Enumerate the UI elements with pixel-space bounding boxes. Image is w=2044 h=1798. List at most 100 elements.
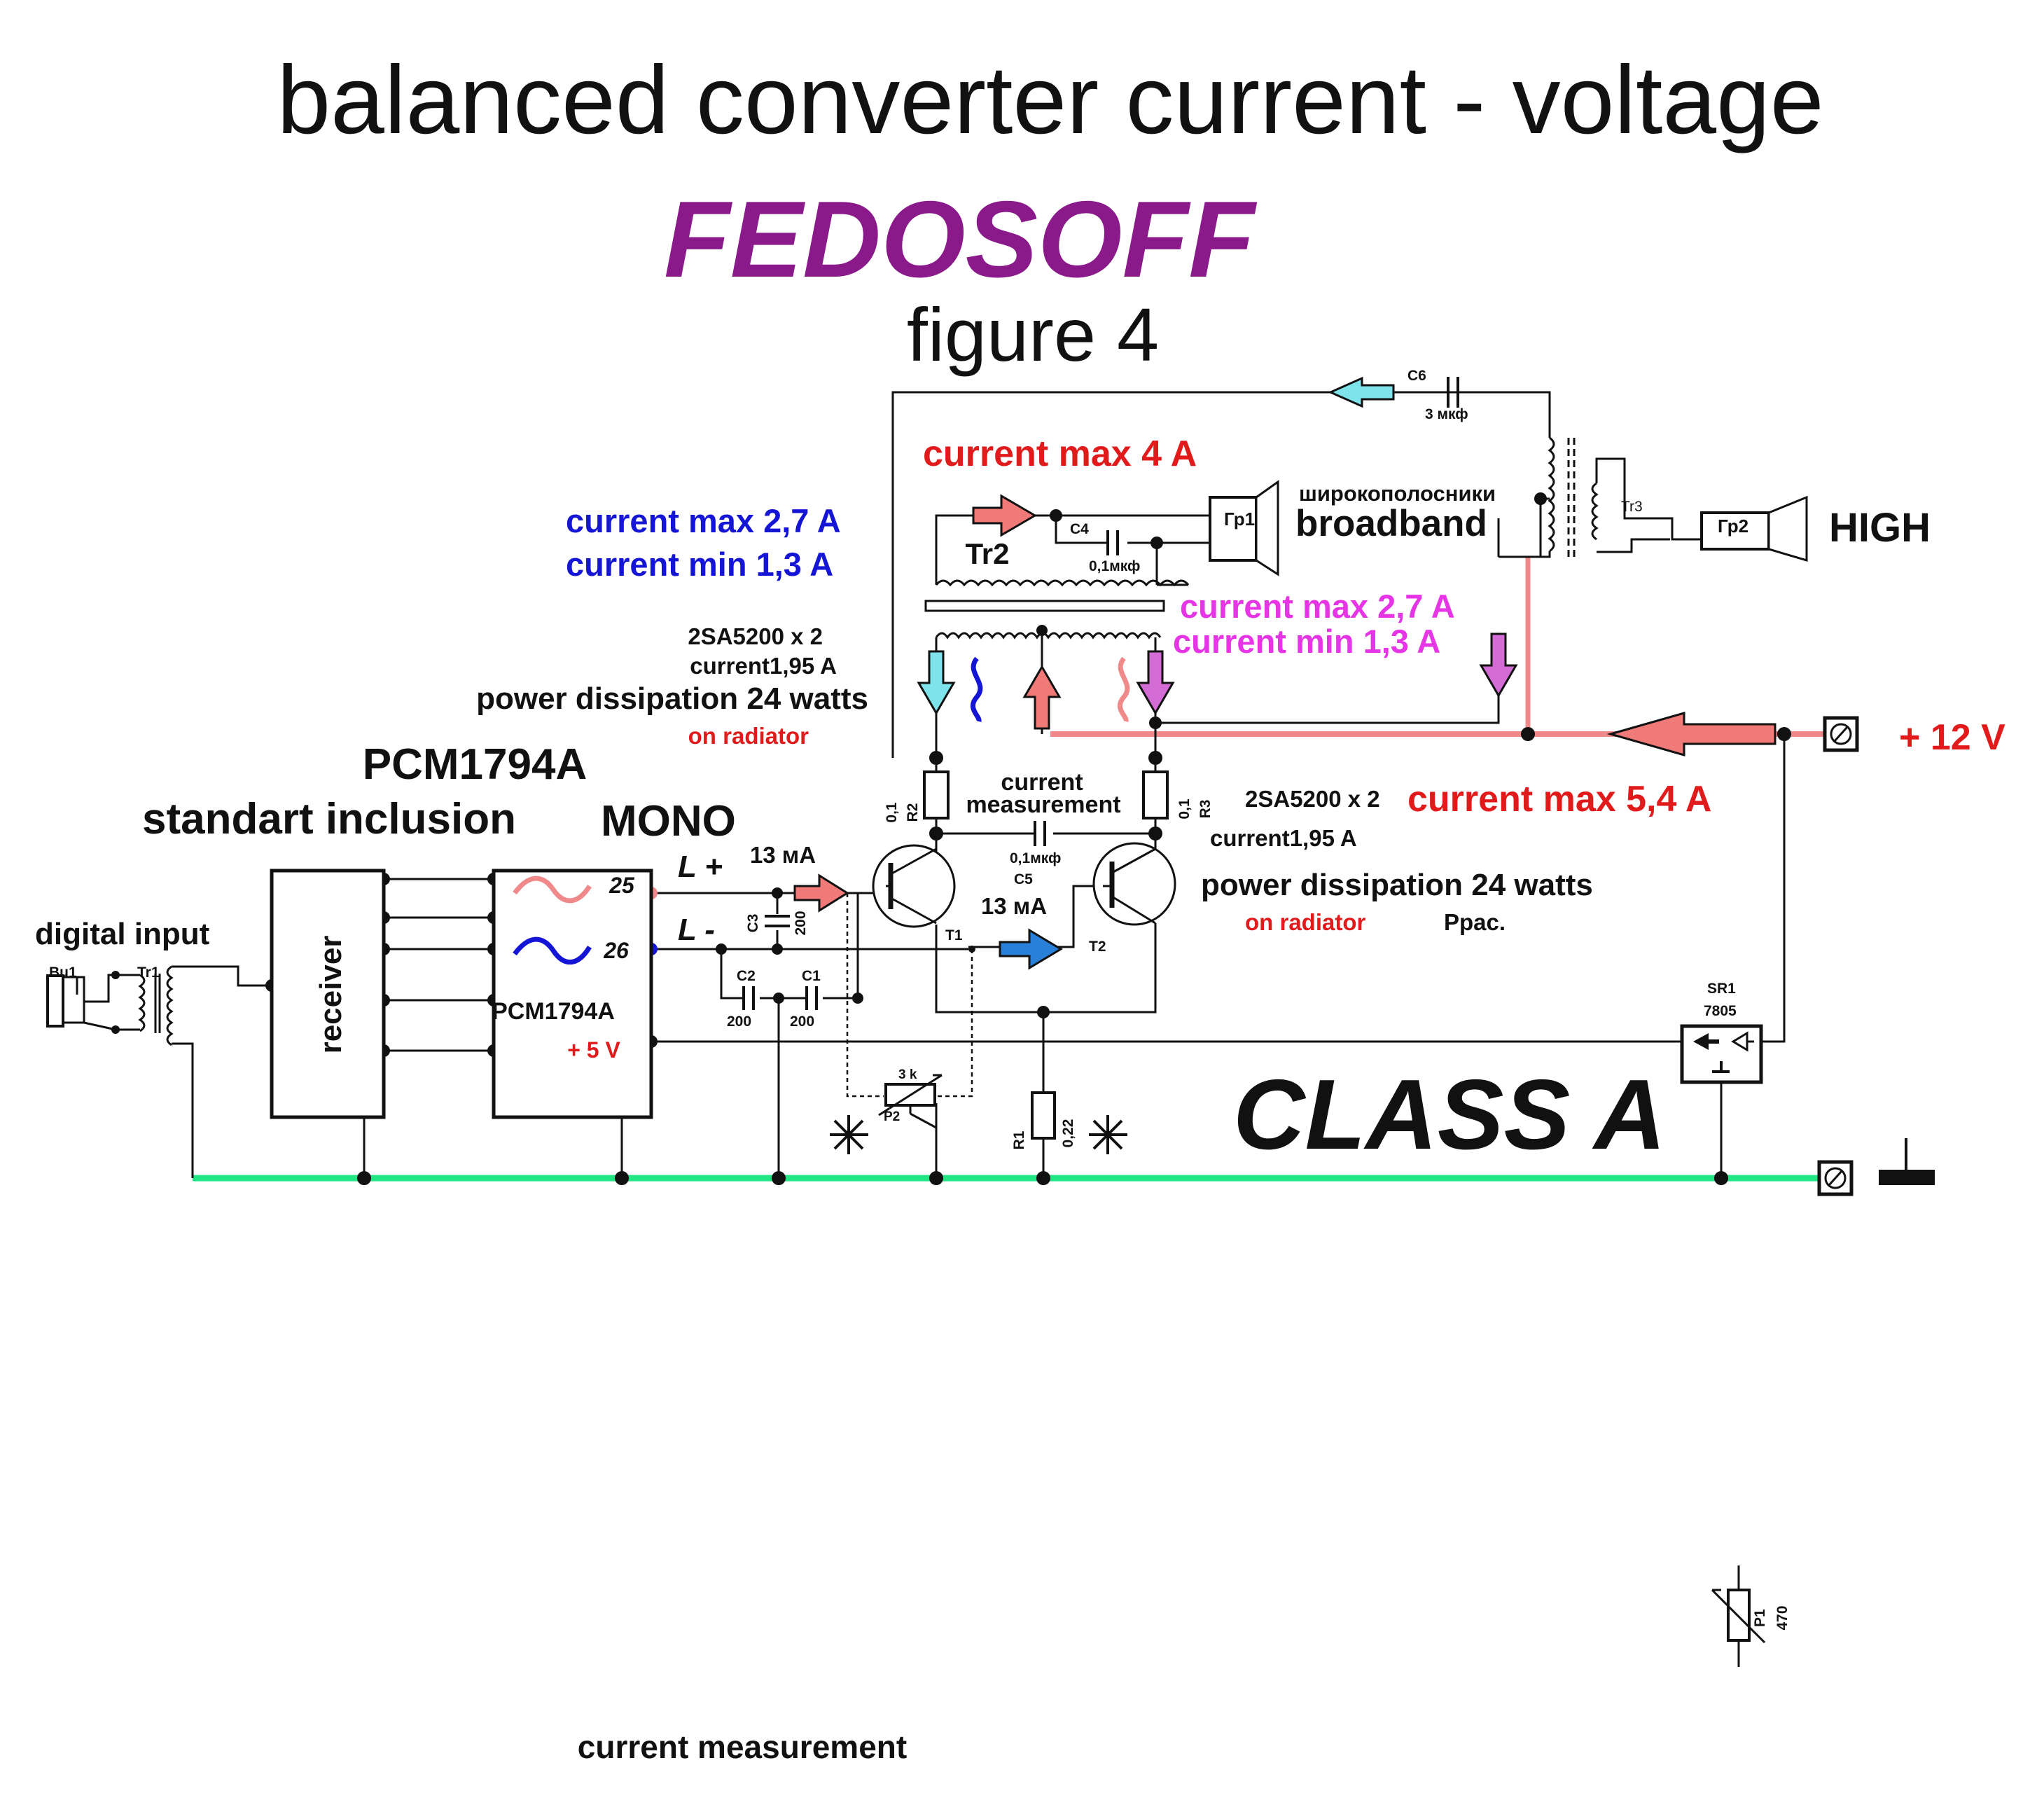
pcm-title: PCM1794A — [363, 740, 587, 789]
resistor-r3 — [1142, 770, 1169, 820]
trim-dashed-links — [846, 893, 973, 1098]
pcm-subtitle: standart inclusion — [142, 795, 516, 843]
ground-symbol — [1879, 1138, 1935, 1185]
r3-label: R3 — [1197, 800, 1214, 819]
dac-chip-block: PCM1794A + 5 V 25 26 — [492, 869, 653, 1119]
left-on-radiator: on radiator — [688, 723, 809, 749]
current-measurement-center-2: measurement — [966, 791, 1120, 818]
capacitor-c3 — [765, 915, 790, 927]
l-minus-label: L - — [678, 913, 715, 947]
gr2-label: Гр2 — [1718, 516, 1748, 537]
primary-current-arrow-icon — [972, 494, 1037, 537]
high-label: HIGH — [1829, 505, 1931, 551]
r1-value: 0,22 — [1060, 1119, 1076, 1148]
current-max-5-4a-label: current max 5,4 A — [1407, 779, 1711, 820]
left-power-dissipation: power dissipation 24 watts — [476, 682, 868, 716]
current-measurement-center-1: current — [1001, 769, 1083, 796]
t2-label: T2 — [1089, 939, 1106, 955]
r2-label: R2 — [905, 803, 921, 822]
terminal-ground — [1817, 1160, 1854, 1196]
right-transistor-type: 2SA5200 x 2 — [1245, 786, 1380, 812]
left-transistor-type: 2SA5200 x 2 — [688, 623, 823, 649]
sr1-type-label: 7805 — [1704, 1003, 1737, 1019]
trim-asterisk-icon — [830, 1115, 868, 1154]
blue-current-min-label: current min 1,3 A — [566, 546, 833, 583]
mono-label: MONO — [601, 797, 736, 845]
resistor-r2 — [923, 770, 950, 820]
c2-label: C2 — [737, 968, 756, 984]
blue-squiggle-icon — [970, 656, 983, 722]
tr3-label: Tr3 — [1621, 499, 1643, 515]
violet-down-arrow-icon — [1136, 650, 1175, 715]
speaker-gr1-icon — [1209, 480, 1279, 576]
magenta-current-max-label: current max 2,7 A — [1180, 588, 1455, 625]
bu1-label: Bu1 — [49, 964, 77, 981]
feedback-arrow-icon — [1328, 376, 1395, 408]
capacitor-c2 — [742, 986, 755, 1010]
l-plus-label: L + — [678, 850, 723, 884]
bias-arrow-top-icon — [793, 873, 849, 913]
capacitor-c4 — [1106, 530, 1119, 555]
p2-value: 3 k — [898, 1067, 917, 1082]
salmon-up-arrow-icon — [1022, 665, 1062, 730]
bias-arrow-bottom-icon — [999, 928, 1063, 970]
c5-label: C5 — [1014, 871, 1033, 887]
dac-chip-label: PCM1794A — [492, 998, 615, 1025]
sr1-label: SR1 — [1707, 981, 1736, 997]
c5-value: 0,1мкф — [1010, 850, 1061, 866]
positive-signal-wave-icon — [513, 876, 592, 904]
cyan-down-arrow-icon — [917, 650, 956, 715]
c6-label: C6 — [1407, 368, 1426, 384]
p1-value: 470 — [1774, 1605, 1791, 1630]
figure-label: figure 4 — [907, 292, 1159, 377]
transformer-tr1-icon — [138, 965, 174, 1046]
p1-label: P1 — [1752, 1609, 1768, 1627]
c1-label: C1 — [802, 968, 821, 984]
gr1-label: Гр1 — [1224, 509, 1255, 530]
r1-label: R1 — [1011, 1130, 1027, 1149]
bias-13ma-bottom-label: 13 мА — [981, 893, 1047, 919]
c4-value: 0,1мкф — [1089, 558, 1140, 574]
ppac-label: Ppac. — [1444, 909, 1506, 935]
right-transistor-current: current1,95 A — [1210, 825, 1357, 851]
transistor-t2 — [1092, 842, 1176, 926]
r3-value: 0,1 — [1176, 798, 1193, 820]
right-on-radiator: on radiator — [1245, 909, 1366, 935]
resistor-r1 — [1031, 1091, 1056, 1140]
circuit-wires — [116, 391, 1786, 1178]
transformer-tr3-icon — [1499, 436, 1599, 560]
trim-asterisk-icon — [1089, 1115, 1127, 1154]
page-title: balanced converter current - voltage — [277, 46, 1823, 154]
receiver-block: receiver — [270, 869, 386, 1119]
supply-current-arrow-icon — [1606, 712, 1777, 756]
digital-input-jack — [46, 971, 120, 1034]
speaker-gr2-icon — [1700, 495, 1808, 562]
current-measurement-bottom: current measurement — [578, 1729, 907, 1765]
brand-logo: FEDOSOFF — [664, 179, 1258, 300]
broadband-ru-label: широкополосники — [1299, 481, 1496, 506]
bias-13ma-top-label: 13 мА — [750, 842, 816, 868]
capacitor-c1 — [805, 986, 818, 1010]
broadband-label: broadband — [1295, 503, 1487, 544]
violet-down-arrow-icon — [1479, 632, 1518, 698]
c1-value: 200 — [790, 1014, 814, 1030]
current-max-4a-label: current max 4 A — [923, 434, 1197, 474]
c3-label: C3 — [745, 914, 761, 933]
digital-input-label: digital input — [35, 917, 210, 951]
potentiometer-p2 — [878, 1074, 943, 1129]
negative-signal-wave-icon — [513, 936, 592, 965]
c2-value: 200 — [727, 1014, 751, 1030]
potentiometer-p1 — [1711, 1565, 1766, 1667]
t1-label: T1 — [945, 927, 963, 943]
pin-26-label: 26 — [603, 938, 629, 963]
regulator-sr1 — [1680, 1024, 1763, 1084]
class-a-label: CLASS A — [1233, 1059, 1666, 1170]
terminal-12v — [1823, 716, 1859, 752]
magenta-current-min-label: current min 1,3 A — [1173, 623, 1440, 660]
transistor-t1 — [872, 834, 956, 928]
r2-value: 0,1 — [884, 802, 900, 823]
p2-label: P2 — [884, 1109, 900, 1124]
receiver-label: receiver — [314, 936, 348, 1054]
plus-12v-label: + 12 V — [1899, 717, 2005, 758]
